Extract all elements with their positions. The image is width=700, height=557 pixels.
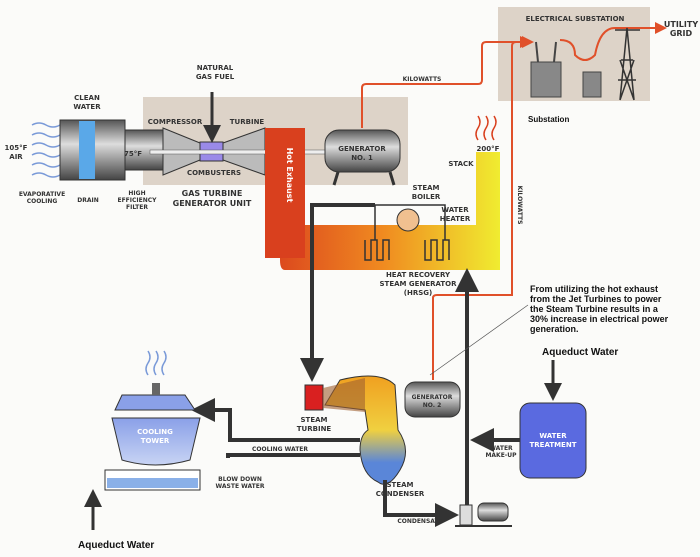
compressor-label: COMPRESSOR	[148, 118, 203, 126]
steam-condenser-label: STEAM	[387, 481, 414, 489]
gas-turbine-unit-label-2: GENERATOR UNIT	[173, 199, 252, 208]
evaporative-cooler	[79, 121, 95, 179]
evaporative-cooling-label-2: COOLING	[27, 198, 58, 205]
heat-exchanger-coils	[364, 204, 450, 261]
water-heater-label-2: HEATER	[440, 215, 471, 223]
cooling-water-supply	[226, 453, 360, 458]
natural-gas-label-2: GAS FUEL	[196, 73, 235, 81]
cooling-water-label: COOLING WATER	[252, 446, 308, 453]
filter-label: HIGH	[128, 190, 145, 197]
utility-grid-label: UTILITY	[664, 20, 698, 29]
turbine-label: TURBINE	[230, 118, 265, 126]
steam-pipe	[300, 203, 375, 382]
electrical-substation-label: ELECTRICAL SUBSTATION	[526, 15, 625, 23]
aqueduct-water-right-label: Aqueduct Water	[542, 347, 618, 358]
substation-label: Substation	[528, 115, 569, 124]
steam-boiler	[396, 208, 420, 232]
kilowatts-vertical-label: KILOWATTS	[516, 186, 523, 225]
filter-label-3: FILTER	[126, 204, 148, 211]
note-line: 30% increase in electrical power	[530, 314, 669, 324]
water-makeup-label-2: MAKE-UP	[485, 452, 517, 459]
generator-1	[324, 129, 401, 173]
drain-label: DRAIN	[77, 197, 99, 204]
condensate-label: CONDENSATE	[397, 518, 442, 525]
hrsg-label-2: STEAM GENERATOR	[380, 280, 458, 288]
clean-water-label-2: WATER	[73, 103, 101, 111]
power-tower-icon	[615, 27, 640, 101]
steam-boiler-label-2: BOILER	[412, 193, 441, 201]
water-makeup-label: WATER	[489, 445, 513, 452]
hrsg-label-3: (HRSG)	[404, 289, 432, 297]
kilowatts-line-gen2	[432, 36, 532, 380]
natural-gas-label: NATURAL	[197, 64, 234, 72]
stack-heat-icon	[475, 115, 497, 141]
cooling-tower	[104, 383, 201, 491]
steam-turbine-label-2: TURBINE	[297, 425, 332, 433]
kilowatts-line-gen1	[361, 36, 534, 128]
utility-grid-label-2: GRID	[670, 29, 693, 38]
filter-label-2: EFFICIENCY	[117, 197, 157, 204]
air-waves-icon	[31, 122, 61, 178]
hot-exhaust-duct	[265, 128, 500, 270]
transformer-icon	[530, 41, 602, 98]
generator2-label-2: NO. 2	[423, 402, 442, 409]
generator-2	[404, 381, 461, 418]
stack-temp-label: 200°F	[477, 145, 500, 153]
steam-boiler-label: STEAM	[413, 184, 440, 192]
steam-turbine	[304, 384, 324, 411]
kilowatts-label: KILOWATTS	[403, 76, 442, 83]
cooling-water-return	[191, 398, 360, 442]
water-treatment-label-2: TREATMENT	[530, 441, 577, 449]
generator1-label: GENERATOR	[338, 145, 386, 153]
steam-condenser-label-2: CONDENSER	[376, 490, 425, 498]
note-line: the Steam Turbine results in a	[530, 304, 659, 314]
air-temp-label: 105°F	[5, 144, 28, 152]
note-line: from the Jet Turbines to power	[530, 294, 662, 304]
blow-down-label: BLOW DOWN	[218, 476, 262, 483]
inlet-temp-label: 75°F	[124, 150, 142, 158]
gas-turbine-unit-label: GAS TURBINE	[182, 189, 243, 198]
note-text: From utilizing the hot exhaust from the …	[530, 284, 669, 334]
hrsg-label: HEAT RECOVERY	[386, 271, 451, 279]
water-treatment-tank	[519, 402, 587, 479]
hot-exhaust-label: Hot Exhaust	[285, 148, 294, 203]
aqueduct-water-left-label: Aqueduct Water	[78, 540, 154, 551]
clean-water-label: CLEAN	[74, 94, 100, 102]
pump-icon	[455, 502, 512, 527]
blow-down-label-2: WASTE WATER	[216, 483, 265, 490]
water-heater-label: WATER	[441, 206, 469, 214]
combusters-label: COMBUSTERS	[187, 169, 241, 177]
evaporative-cooling-label: EVAPORATIVE	[19, 191, 65, 198]
condensate-pipe	[383, 480, 459, 527]
note-line: generation.	[530, 324, 579, 334]
air-label: AIR	[9, 153, 23, 161]
cooling-tower-label-2: TOWER	[141, 437, 170, 445]
cooling-tower-label: COOLING	[137, 428, 173, 436]
note-pointer	[429, 304, 529, 376]
note-line: From utilizing the hot exhaust	[530, 284, 658, 294]
generator1-label-2: NO. 1	[351, 154, 373, 162]
vapor-icon	[145, 350, 167, 376]
stack-label: STACK	[448, 160, 474, 168]
water-treatment-label: WATER	[539, 432, 567, 440]
grid-line	[559, 22, 667, 61]
generator2-label: GENERATOR	[412, 394, 453, 401]
steam-turbine-label: STEAM	[301, 416, 328, 424]
